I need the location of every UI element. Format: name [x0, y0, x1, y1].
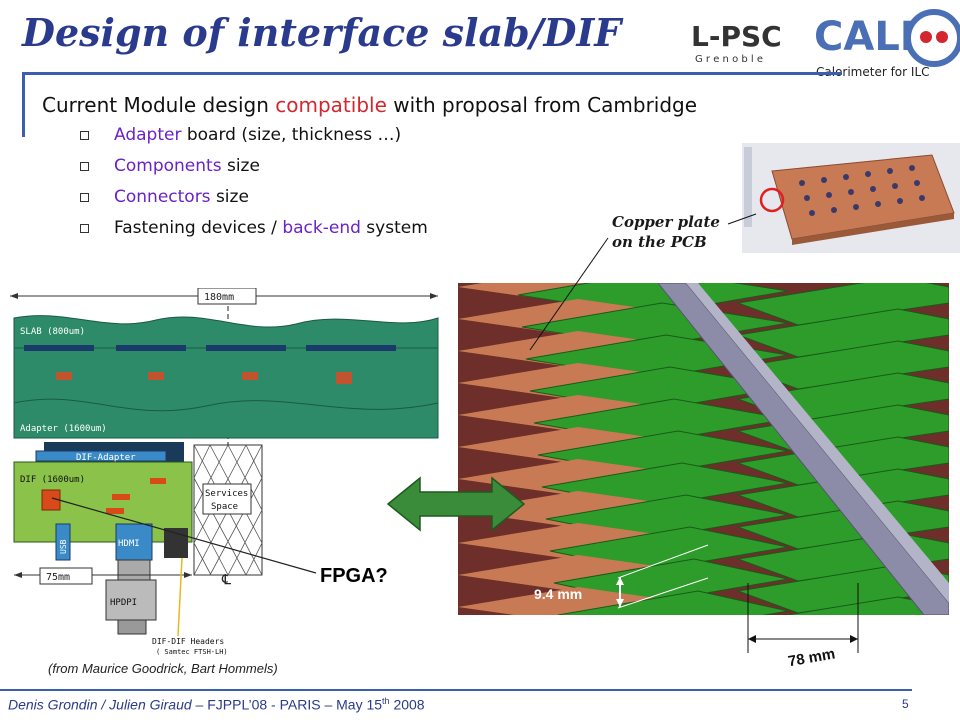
- detector-3d-render: [458, 283, 949, 615]
- title-underline: [22, 72, 842, 75]
- dimension-180mm: 180mm: [204, 292, 234, 303]
- services-label-2: Space: [211, 502, 238, 512]
- bullet-item: Connectors size: [80, 185, 428, 216]
- calice-logo-subtext: Calorimeter for ILC: [816, 65, 930, 79]
- image-credit: (from Maurice Goodrick, Bart Hommels): [48, 661, 278, 676]
- slide-title: Design of interface slab/DIF: [22, 10, 622, 55]
- dimension-75mm: 75mm: [46, 572, 70, 583]
- fpga-label: FPGA?: [320, 565, 388, 587]
- bullet-item: Adapter board (size, thickness …): [80, 123, 428, 154]
- dif-adapter-label: DIF-Adapter: [76, 453, 136, 463]
- lpsc-logo-text: L-PSC: [691, 20, 782, 53]
- bullet-square-icon: [80, 162, 89, 171]
- footer-text: Denis Grondin / Julien Giraud – FJPPL’08…: [8, 696, 425, 713]
- footer-rule: [0, 689, 912, 691]
- headers-label-1: DIF-DIF Headers: [152, 637, 224, 646]
- lpsc-logo: L-PSC G r e n o b l e: [691, 20, 782, 65]
- usb-label: USB: [59, 539, 68, 554]
- calice-logo: CALI Calorimeter for ILC: [814, 9, 960, 79]
- services-label-1: Services: [205, 489, 248, 499]
- dimension-9-4mm: 9.4 mm: [534, 586, 582, 602]
- slab-dif-schematic: 180mm SLAB (800um) Adapter (1600um) DIF-…: [10, 288, 439, 656]
- subtitle: Current Module design compatible with pr…: [42, 93, 698, 117]
- caption-leader-lines: [529, 213, 757, 351]
- hdmi-label: HDMI: [118, 539, 140, 549]
- slab-label: SLAB (800um): [20, 327, 85, 337]
- calice-logo-text: CALI: [814, 14, 915, 60]
- bullet-item: Components size: [80, 154, 428, 185]
- bullet-square-icon: [80, 131, 89, 140]
- bullet-item: Fastening devices / back-end system: [80, 216, 428, 247]
- render-dimension-overlay: 9.4 mm 78 mm: [534, 544, 859, 670]
- centerline-mark: ℄: [221, 572, 231, 588]
- headers-label-2: ( Samtec FTSH-LH): [156, 648, 228, 656]
- bullet-square-icon: [80, 193, 89, 202]
- double-arrow-icon: [386, 476, 526, 532]
- bullet-list: Adapter board (size, thickness …) Compon…: [80, 123, 428, 247]
- title-side-rule: [22, 73, 25, 137]
- adapter-label: Adapter (1600um): [20, 424, 107, 434]
- lpsc-logo-subtext: G r e n o b l e: [695, 54, 763, 65]
- copper-plate-caption: Copper plate on the PCB: [612, 213, 720, 251]
- bullet-square-icon: [80, 224, 89, 233]
- page-number: 5: [902, 697, 909, 711]
- dif-label: DIF (1600um): [20, 475, 85, 485]
- hpdpi-label: HPDPI: [110, 598, 137, 608]
- dimension-78mm: 78 mm: [787, 645, 837, 670]
- pcb-copper-plate-image: [742, 143, 960, 253]
- subtitle-highlight: compatible: [275, 93, 387, 117]
